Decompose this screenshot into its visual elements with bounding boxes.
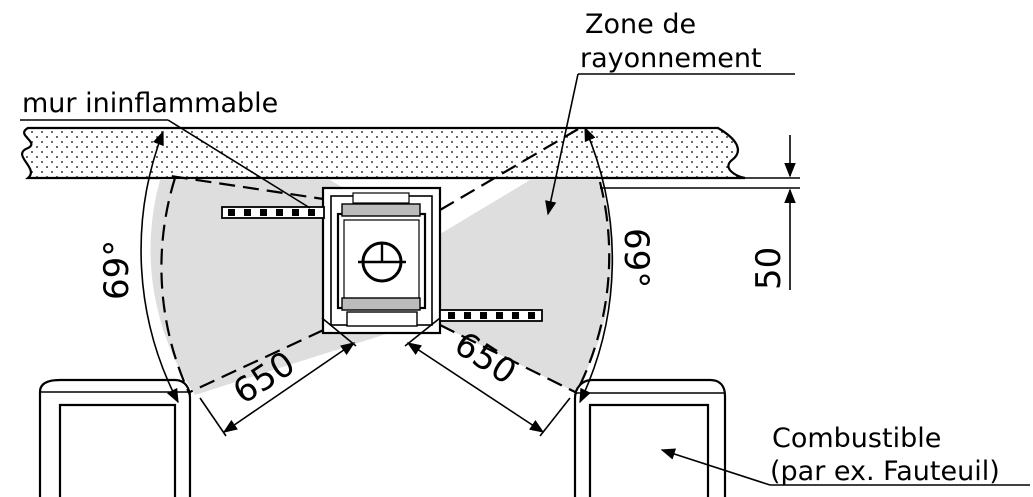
stove-top-view [321, 186, 442, 335]
zone-label-line2: rayonnement [580, 43, 762, 74]
side-rail-left [221, 206, 325, 219]
combustible-label-line1: Combustible [772, 423, 941, 454]
armchair-right [573, 378, 727, 497]
angle-arc-right [579, 126, 614, 404]
side-rail-right [439, 309, 543, 322]
wall-label: mur ininflammable [22, 88, 278, 119]
angle-label-right: 69° [616, 228, 656, 288]
combustible-leader [660, 448, 771, 486]
radiation-arc-right [574, 181, 611, 396]
distance-line-right [406, 342, 545, 433]
zone-leader [545, 73, 579, 216]
non-combustible-wall [21, 126, 746, 180]
angle-arc-left [140, 130, 179, 404]
angle-label-left: 69° [97, 240, 137, 300]
wall-gap-label: 50 [749, 247, 789, 290]
zone-label-line1: Zone de [585, 9, 696, 40]
combustible-label-line2: (par ex. Fauteuil) [770, 456, 1000, 487]
distance-line-left [222, 342, 356, 433]
wall-leader [167, 119, 311, 209]
armchair-left [38, 378, 192, 497]
